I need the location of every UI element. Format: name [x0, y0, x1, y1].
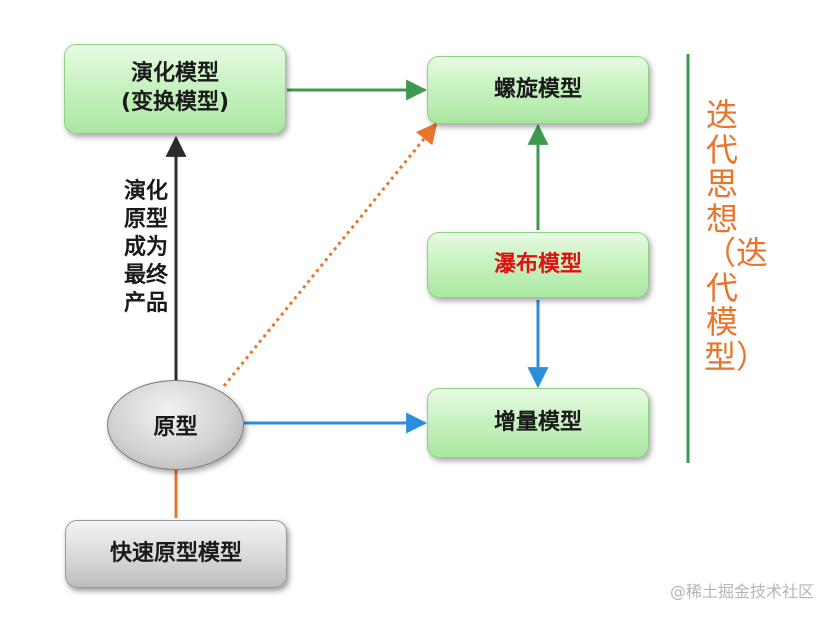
- edge-label-evolve-to-final: 演化原型成为最终产品: [123, 179, 168, 316]
- node-evolution-model: 演化模型 (变换模型): [64, 44, 286, 134]
- arrow-prototype-to-spiral: [222, 122, 438, 387]
- node-waterfall-model-label: 瀑布模型: [493, 251, 582, 277]
- node-rapid-prototype-model: 快速原型模型: [65, 520, 287, 588]
- node-prototype-label: 原型: [153, 415, 198, 440]
- node-waterfall-model: 瀑布模型: [427, 232, 649, 298]
- node-rapid-prototype-model-label: 快速原型模型: [109, 540, 242, 566]
- node-evolution-model-line2: (变换模型): [120, 90, 230, 115]
- node-incremental-model-label: 增量模型: [493, 409, 582, 435]
- node-spiral-model: 螺旋模型: [427, 56, 649, 124]
- watermark: @稀土掘金技术社区: [669, 582, 814, 601]
- node-incremental-model: 增量模型: [427, 388, 649, 458]
- node-spiral-model-label: 螺旋模型: [493, 76, 582, 102]
- node-prototype: 原型: [107, 380, 244, 470]
- side-title-iterative: 迭代思想（迭代模型）: [704, 96, 769, 376]
- node-evolution-model-line1: 演化模型: [130, 61, 219, 87]
